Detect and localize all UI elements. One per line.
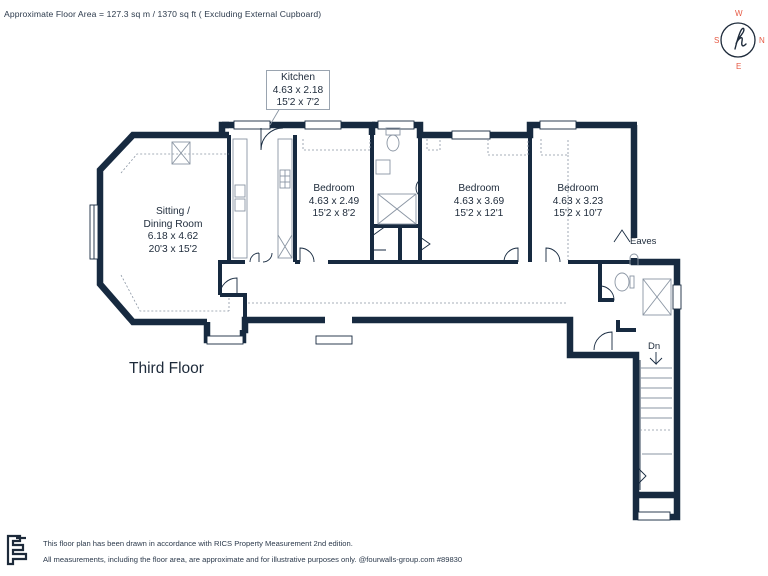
- room-dimensions-imperial: 15'2 x 10'7: [553, 208, 603, 219]
- kitchen-leader-line: [269, 107, 281, 126]
- room-label-sitting-dining: Sitting / Dining Room 6.18 x 4.62 20'3 x…: [131, 206, 215, 256]
- compass-south: S: [714, 36, 720, 45]
- compass-west: W: [735, 9, 743, 18]
- windows: [89, 120, 682, 521]
- room-dimensions-imperial: 15'2 x 12'1: [454, 208, 504, 219]
- room-name: Kitchen: [281, 72, 315, 83]
- room-dimensions-metric: 6.18 x 4.62: [147, 231, 199, 242]
- room-dimensions-imperial: 15'2 x 7'2: [276, 97, 320, 108]
- doors: [219, 225, 631, 351]
- stairs-down-label: Dn: [648, 341, 661, 352]
- room-dimensions-metric: 4.63 x 2.18: [272, 84, 324, 96]
- kitchen-fixtures: [232, 127, 293, 263]
- compass-rose-icon: [720, 22, 756, 58]
- room-label-bedroom-3: Bedroom 4.63 x 3.23 15'2 x 10'7: [540, 183, 616, 221]
- kitchen-label-box: [266, 70, 330, 110]
- ensuite-fixtures: [614, 253, 672, 316]
- fourwalls-logo-icon: [6, 534, 28, 566]
- footer-disclaimer: All measurements, including the floor ar…: [43, 555, 463, 564]
- room-dimensions-metric: 4.63 x 3.23: [552, 195, 604, 207]
- bathroom-fixtures: [375, 127, 421, 225]
- floor-area-caption: Approximate Floor Area = 127.3 sq m / 13…: [4, 9, 322, 19]
- room-name: Bedroom: [313, 183, 355, 194]
- sitting-room-fixtures: [120, 141, 230, 312]
- floor-title: Third Floor: [129, 360, 204, 377]
- eaves-label: Eaves: [630, 236, 657, 247]
- room-label-bedroom-1: Bedroom 4.63 x 2.49 15'2 x 8'2: [298, 183, 370, 221]
- compass-north: N: [759, 36, 765, 45]
- room-label-bedroom-2: Bedroom 4.63 x 3.69 15'2 x 12'1: [440, 183, 518, 221]
- room-name: Bedroom: [458, 183, 500, 194]
- room-label-kitchen: Kitchen 4.63 x 2.18 15'2 x 7'2: [266, 72, 330, 110]
- ceiling-lines: [248, 139, 569, 304]
- staircase: [637, 352, 672, 490]
- room-dimensions-imperial: 15'2 x 8'2: [312, 208, 356, 219]
- room-dimensions-imperial: 20'3 x 15'2: [148, 243, 198, 255]
- h-monogram-icon: [734, 27, 747, 50]
- footer-rics-note: This floor plan has been drawn in accord…: [43, 539, 353, 548]
- room-name: Bedroom: [557, 183, 599, 194]
- room-name: Sitting /: [156, 206, 190, 217]
- room-name: Dining Room: [143, 218, 203, 230]
- interior-walls: [218, 125, 636, 332]
- compass-east: E: [736, 62, 742, 71]
- room-dimensions-metric: 4.63 x 2.49: [308, 195, 360, 207]
- room-dimensions-metric: 4.63 x 3.69: [453, 195, 505, 207]
- compass: W S N E: [709, 7, 768, 73]
